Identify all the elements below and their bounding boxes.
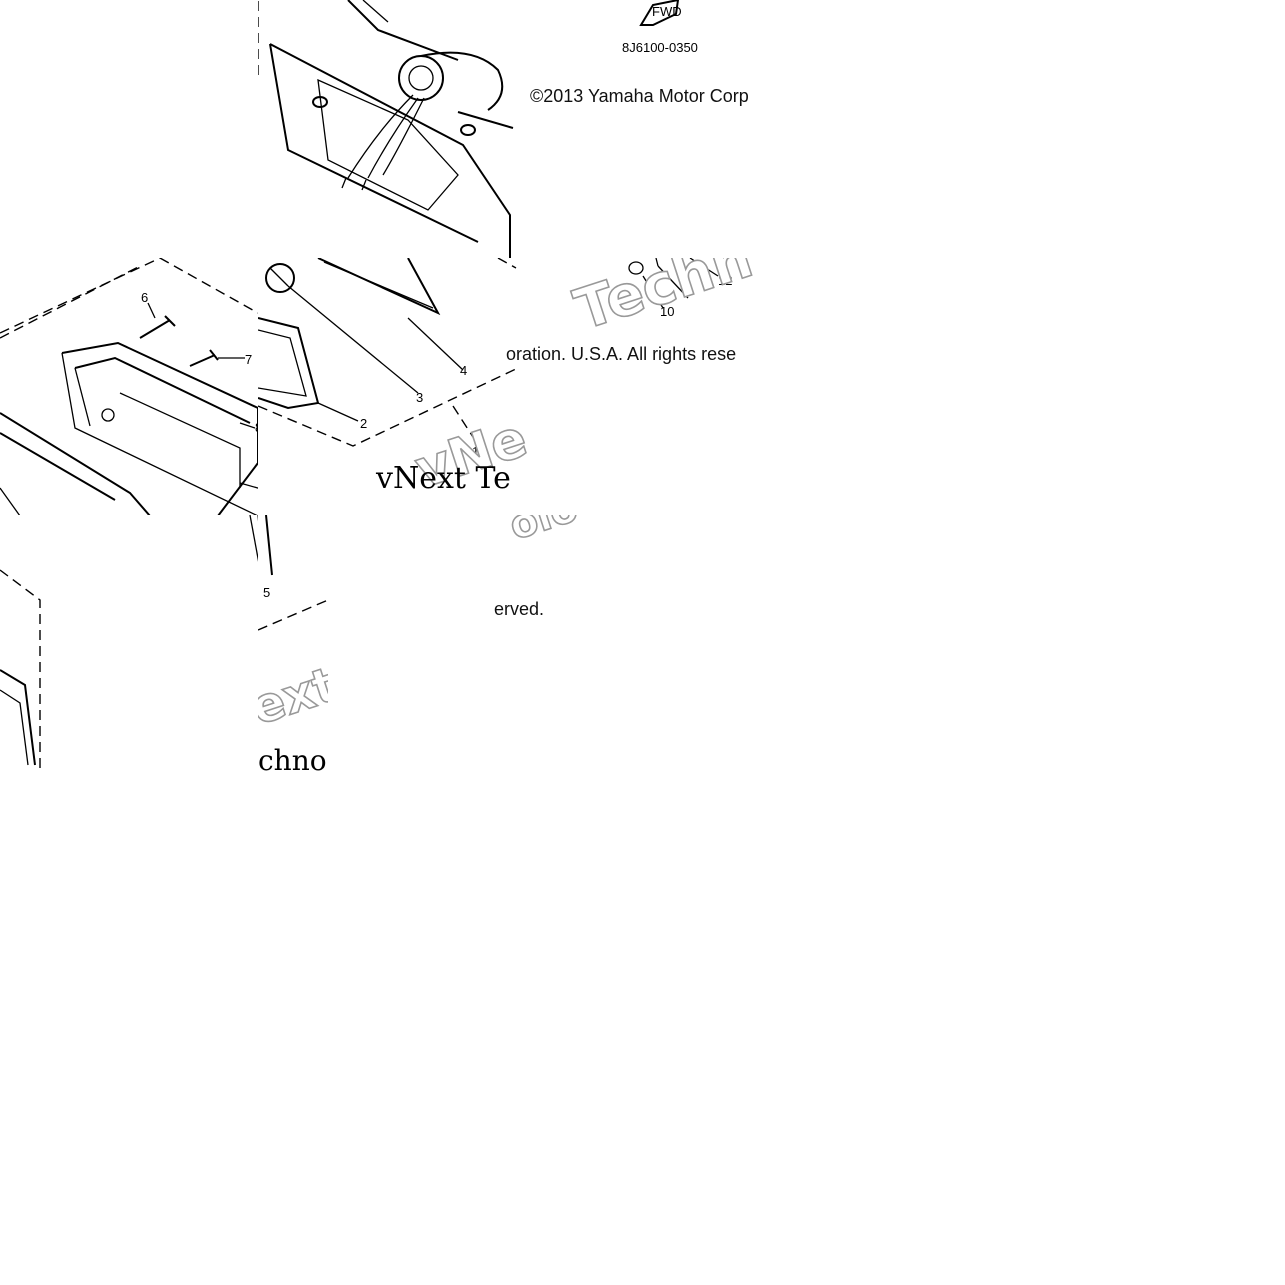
diagram-tile-top: FWD 8J6100-0350 ©2013 Yamaha Motor Corp	[258, 0, 773, 258]
lower-lens-drawing: 5	[0, 515, 258, 773]
callout-1: 1	[472, 444, 479, 459]
watermark-fragment: olo	[504, 515, 584, 550]
fwd-label: FWD	[652, 4, 682, 19]
fwd-arrow-icon: FWD	[639, 0, 682, 26]
rights-end: erved.	[494, 599, 545, 619]
watermark-vnext: vNext Te	[375, 461, 511, 496]
lens-and-parts-drawing: 2 3 4 1 10 12 Techn vNe vNext Te	[258, 258, 761, 501]
copyright-line: ©2013 Yamaha Motor Corp	[530, 86, 749, 106]
diagram-tile-right: 2 3 4 1 10 12 Techn vNe vNext Te oration…	[258, 258, 773, 516]
mid-fragment-drawing: olo	[503, 515, 584, 550]
callout-2: 2	[360, 416, 367, 431]
watermark-next: ext	[258, 656, 328, 736]
diagram-tile-bottom-watermark: 5 ext chno	[258, 515, 328, 773]
diagram-tile-bottom: 5	[0, 515, 258, 773]
callout-12: 12	[718, 273, 732, 288]
callout-3: 3	[416, 390, 423, 405]
callout-4: 4	[460, 363, 467, 378]
callout-5b: 5	[263, 585, 270, 600]
watermark-techno: chno	[258, 744, 327, 773]
callout-10: 10	[660, 304, 674, 319]
rights-line: oration. U.S.A. All rights rese	[506, 344, 737, 364]
bottom-watermark-fragment: 5 ext chno	[258, 515, 328, 773]
callout-7: 7	[245, 352, 252, 367]
headlight-housing-drawing: FWD 8J6100-0350	[258, 0, 698, 258]
callout-6: 6	[141, 290, 148, 305]
diagram-tile-mid: olo erved.	[300, 515, 590, 635]
diagram-code: 8J6100-0350	[622, 40, 698, 55]
watermark-technology: Techn	[567, 258, 760, 343]
